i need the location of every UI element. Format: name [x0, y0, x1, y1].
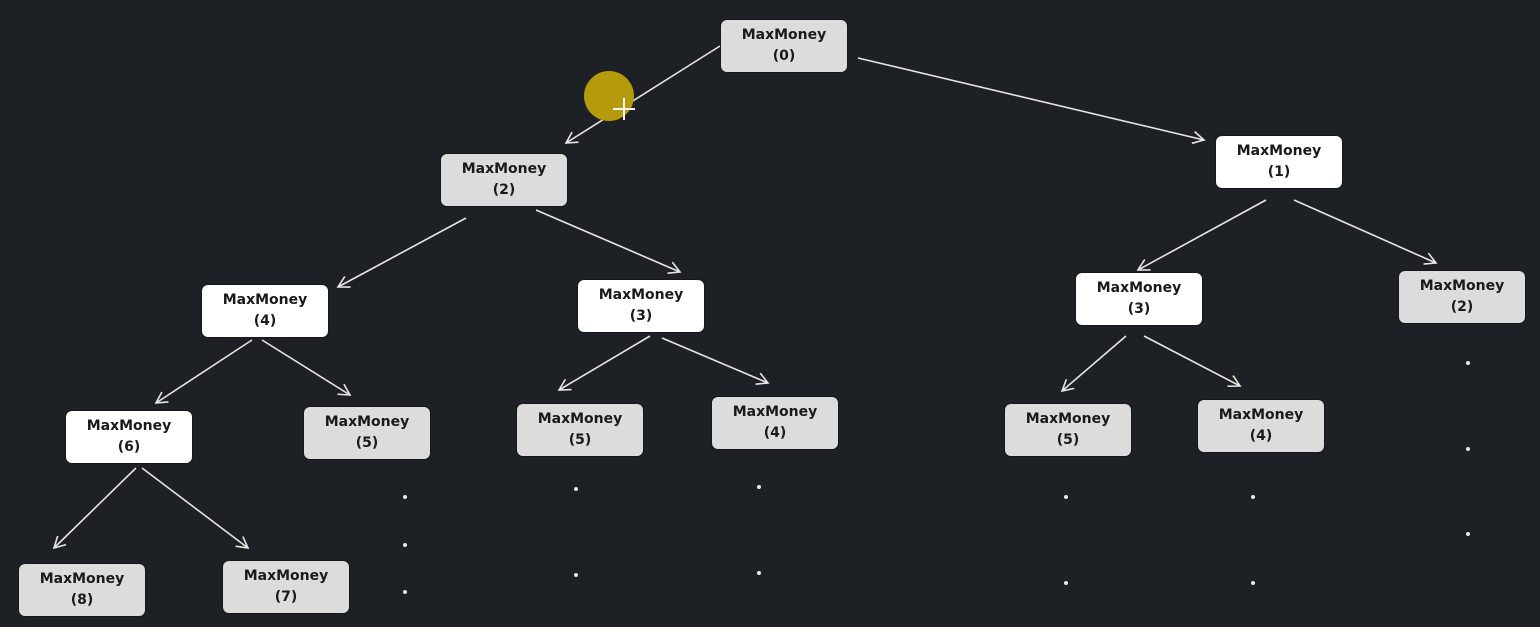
node-maxmoney-2: MaxMoney (2): [1399, 271, 1525, 323]
edge-n0-n2a: [564, 45, 721, 144]
node-argument-label: (4): [763, 425, 787, 441]
node-argument-label: (3): [629, 308, 653, 324]
edge-n4a-n5a: [261, 339, 352, 396]
continuation-dot: [1251, 495, 1255, 499]
node-function-label: MaxMoney: [1236, 143, 1322, 159]
node-maxmoney-6: MaxMoney (6): [66, 411, 192, 463]
node-maxmoney-8: MaxMoney (8): [19, 564, 145, 616]
node-maxmoney-0: MaxMoney (0): [721, 20, 847, 72]
node-maxmoney-5: MaxMoney (5): [517, 404, 643, 456]
node-function-label: MaxMoney: [1218, 407, 1304, 423]
crosshair-cursor-icon: [613, 98, 635, 120]
continuation-dot: [1064, 495, 1068, 499]
node-maxmoney-2: MaxMoney (2): [441, 154, 567, 206]
edge-n6-n7: [141, 467, 250, 550]
node-argument-label: (5): [355, 435, 379, 451]
edge-n1-n3b: [1136, 199, 1267, 271]
node-maxmoney-1: MaxMoney (1): [1216, 136, 1342, 188]
continuation-dot: [1064, 581, 1068, 585]
node-maxmoney-3: MaxMoney (3): [1076, 273, 1202, 325]
edge-n2a-n3a: [535, 209, 682, 274]
node-argument-label: (0): [772, 48, 796, 64]
node-argument-label: (3): [1127, 301, 1151, 317]
node-maxmoney-5: MaxMoney (5): [1005, 404, 1131, 456]
node-argument-label: (5): [1056, 432, 1080, 448]
edge-n4a-n6: [154, 339, 253, 404]
node-maxmoney-4: MaxMoney (4): [712, 397, 838, 449]
node-argument-label: (6): [117, 439, 141, 455]
node-function-label: MaxMoney: [1096, 280, 1182, 296]
continuation-dot: [1251, 581, 1255, 585]
node-function-label: MaxMoney: [1419, 278, 1505, 294]
node-argument-label: (8): [70, 592, 94, 608]
node-maxmoney-7: MaxMoney (7): [223, 561, 349, 613]
node-function-label: MaxMoney: [39, 571, 125, 587]
continuation-dot: [574, 573, 578, 577]
node-function-label: MaxMoney: [461, 161, 547, 177]
edge-n2a-n4a: [336, 217, 467, 288]
node-maxmoney-4: MaxMoney (4): [1198, 400, 1324, 452]
node-argument-label: (2): [1450, 299, 1474, 315]
continuation-dot: [1466, 447, 1470, 451]
node-maxmoney-5: MaxMoney (5): [304, 407, 430, 459]
node-argument-label: (4): [253, 313, 277, 329]
node-argument-label: (1): [1267, 164, 1291, 180]
continuation-dot: [574, 487, 578, 491]
edge-n6-n8: [52, 467, 137, 550]
edge-n3b-n5c: [1060, 335, 1127, 393]
node-argument-label: (2): [492, 182, 516, 198]
node-argument-label: (5): [568, 432, 592, 448]
node-argument-label: (7): [274, 589, 298, 605]
continuation-dot: [757, 571, 761, 575]
node-function-label: MaxMoney: [222, 292, 308, 308]
node-maxmoney-4: MaxMoney (4): [202, 285, 328, 337]
continuation-dot: [757, 485, 761, 489]
node-function-label: MaxMoney: [537, 411, 623, 427]
continuation-dot: [403, 543, 407, 547]
continuation-dot: [403, 590, 407, 594]
node-function-label: MaxMoney: [741, 27, 827, 43]
node-function-label: MaxMoney: [324, 414, 410, 430]
node-maxmoney-3: MaxMoney (3): [578, 280, 704, 332]
node-function-label: MaxMoney: [86, 418, 172, 434]
node-function-label: MaxMoney: [1025, 411, 1111, 427]
node-function-label: MaxMoney: [243, 568, 329, 584]
edge-n3a-n4b: [661, 337, 770, 386]
node-function-label: MaxMoney: [732, 404, 818, 420]
continuation-dot: [1466, 532, 1470, 536]
edge-n0-n1: [857, 57, 1206, 145]
node-function-label: MaxMoney: [598, 287, 684, 303]
edge-n1-n2b: [1293, 199, 1438, 265]
continuation-dot: [403, 495, 407, 499]
node-argument-label: (4): [1249, 428, 1273, 444]
continuation-dot: [1466, 361, 1470, 365]
cursor-highlight: [584, 71, 634, 121]
edge-n3a-n5b: [557, 335, 651, 391]
edge-n3b-n4c: [1143, 335, 1242, 388]
